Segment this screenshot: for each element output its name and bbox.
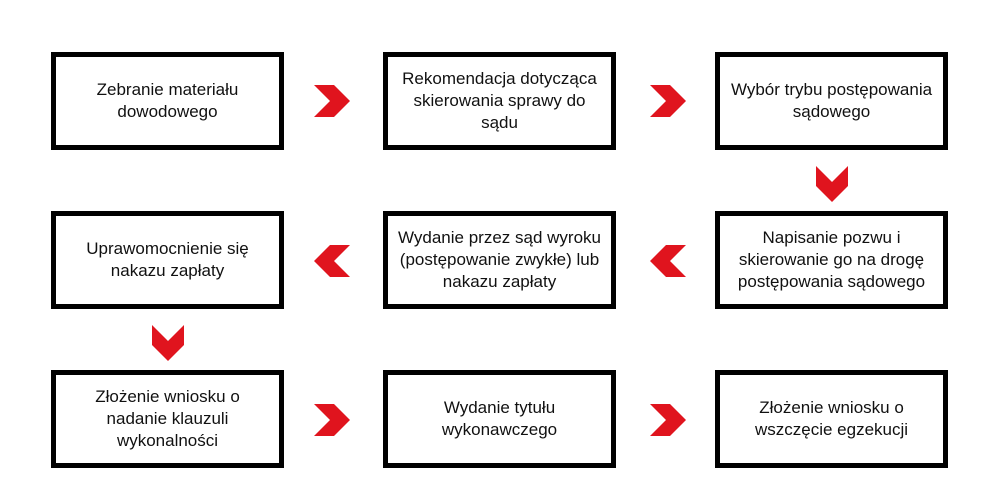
step-box-7: Złożenie wniosku o nadanie klauzuli wyko…: [51, 370, 284, 468]
chevron-down-icon: [812, 164, 852, 204]
chevron-left-icon: [648, 241, 688, 281]
chevron-right-icon: [648, 400, 688, 440]
chevron-right-icon: [312, 400, 352, 440]
step-box-2: Rekomendacja dotycząca skierowania spraw…: [383, 52, 616, 150]
step-label-2: Rekomendacja dotycząca skierowania spraw…: [402, 69, 597, 132]
step-label-5: Wydanie przez sąd wyroku (postępowanie z…: [398, 228, 601, 291]
step-box-4: Napisanie pozwu i skierowanie go na drog…: [715, 211, 948, 309]
step-label-7: Złożenie wniosku o nadanie klauzuli wyko…: [95, 387, 240, 450]
step-box-9: Złożenie wniosku o wszczęcie egzekucji: [715, 370, 948, 468]
step-label-3: Wybór trybu postępowania sądowego: [730, 80, 933, 121]
chevron-left-icon: [312, 241, 352, 281]
step-label-8: Wydanie tytułu wykonawczego: [441, 398, 558, 439]
step-label-4: Napisanie pozwu i skierowanie go na drog…: [737, 228, 926, 291]
step-box-3: Wybór trybu postępowania sądowego: [715, 52, 948, 150]
chevron-right-icon: [312, 81, 352, 121]
step-label-9: Złożenie wniosku o wszczęcie egzekucji: [754, 398, 909, 439]
chevron-right-icon: [648, 81, 688, 121]
step-box-6: Uprawomocnienie się nakazu zapłaty: [51, 211, 284, 309]
step-label-6: Uprawomocnienie się nakazu zapłaty: [86, 239, 249, 280]
step-box-5: Wydanie przez sąd wyroku (postępowanie z…: [383, 211, 616, 309]
step-label-1: Zebranie materiału dowodowego: [96, 80, 239, 121]
chevron-down-icon: [148, 323, 188, 363]
step-box-8: Wydanie tytułu wykonawczego: [383, 370, 616, 468]
step-box-1: Zebranie materiału dowodowego: [51, 52, 284, 150]
